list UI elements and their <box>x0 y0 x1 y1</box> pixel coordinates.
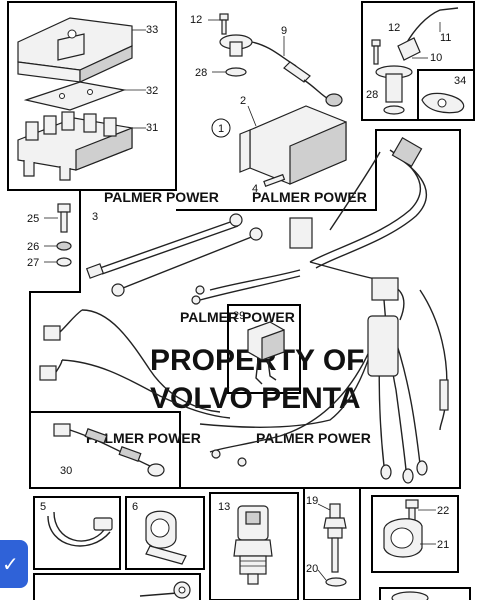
washer-27 <box>56 257 72 267</box>
callout-2: 2 <box>240 95 246 107</box>
callout-26: 26 <box>27 241 39 253</box>
clip-6 <box>145 510 187 565</box>
callout-5: 5 <box>40 501 46 513</box>
sensor-10 <box>375 7 459 115</box>
callout-28-left: 28 <box>195 67 207 79</box>
callout-11: 11 <box>440 32 451 44</box>
callout-21: 21 <box>437 539 449 551</box>
callout-30: 30 <box>60 465 72 477</box>
watermark-text: PALMER POWER <box>180 309 295 325</box>
box-sensor-19 <box>303 487 361 600</box>
screw-4 <box>263 173 286 188</box>
callout-19: 19 <box>306 495 318 507</box>
callout-12-left: 12 <box>190 14 202 26</box>
bottom-part-right <box>391 591 429 600</box>
callout-25: 25 <box>27 213 39 225</box>
callout-27: 27 <box>27 257 39 269</box>
relay-29 <box>247 321 285 385</box>
fuse-holder-base <box>17 111 133 181</box>
engine-harness <box>39 137 449 484</box>
washer-26 <box>56 241 72 251</box>
box-clip-6 <box>125 496 205 570</box>
box-switch-13 <box>209 492 299 600</box>
bolt-25 <box>57 203 71 233</box>
callout-29: 29 <box>233 310 245 322</box>
box-gasket <box>417 69 475 121</box>
watermark-center-line2: VOLVO PENTA <box>150 382 361 415</box>
callout-3: 3 <box>92 211 98 223</box>
callout-22: 22 <box>437 505 449 517</box>
cable-30 <box>53 423 165 477</box>
clamp-21 <box>383 499 423 558</box>
callout-12-right: 12 <box>388 22 400 34</box>
bolt-12-top <box>219 13 229 35</box>
box-bottom-right <box>379 587 471 600</box>
callout-6: 6 <box>132 501 138 513</box>
callout-28-right: 28 <box>366 89 378 101</box>
callout-34: 34 <box>454 75 466 87</box>
bottom-part-left <box>139 581 191 599</box>
shield-check-icon[interactable]: ✓ <box>0 540 28 588</box>
callout-9: 9 <box>281 25 287 37</box>
control-unit-2 <box>239 105 347 185</box>
box-relay <box>227 304 301 394</box>
box-clamp-21 <box>371 495 459 573</box>
callout-4: 4 <box>252 183 258 195</box>
box-tie-5 <box>33 496 121 570</box>
fuse-holder-gasket <box>23 81 127 111</box>
sensor-9 <box>219 34 343 107</box>
callout-13: 13 <box>218 501 230 513</box>
watermark-text: PALMER POWER <box>252 189 367 205</box>
callout-32: 32 <box>146 85 158 97</box>
bolt-12-right <box>371 39 381 65</box>
callout-20: 20 <box>306 563 318 575</box>
fuse-holder-cover <box>17 17 133 83</box>
cable-tie-5 <box>47 511 113 547</box>
callout-33: 33 <box>146 24 158 36</box>
callout-10: 10 <box>430 52 442 64</box>
gasket-34 <box>421 92 465 114</box>
box-cable-30 <box>29 411 181 489</box>
box-bottom-left <box>33 573 201 600</box>
ground-cable-3 <box>85 213 263 297</box>
temperature-sensor-19 <box>323 503 347 573</box>
callout-circle-1 <box>211 118 231 138</box>
pressure-switch-13 <box>233 505 273 585</box>
callout-1: 1 <box>218 123 224 135</box>
watermark-text: PALMER POWER <box>104 189 219 205</box>
callout-31: 31 <box>146 122 158 134</box>
washer-20 <box>325 577 347 587</box>
watermark-text: PALMER POWER <box>86 430 201 446</box>
